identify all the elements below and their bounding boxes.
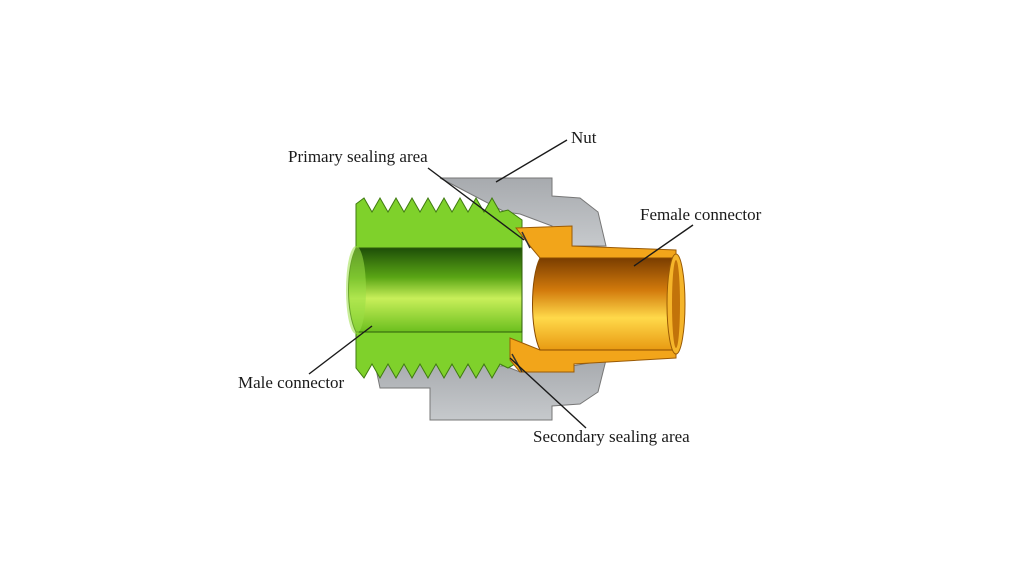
secondary-seal-seam [511, 353, 523, 373]
leader-line-male [308, 325, 373, 375]
leader-lines [308, 139, 694, 429]
female-connector-label: Female connector [640, 205, 762, 224]
primary-sealing-area-label: Primary sealing area [288, 147, 428, 166]
leader-line-female [633, 224, 694, 267]
leader-line-secondary [509, 357, 587, 429]
primary-seal-seam [521, 231, 531, 249]
male-connector-label: Male connector [238, 373, 345, 392]
leader-line-primary [427, 167, 525, 241]
female-connector-body [509, 225, 686, 373]
nut-label: Nut [571, 128, 597, 147]
male-connector-body [346, 196, 523, 380]
leader-line-nut [495, 139, 568, 183]
secondary-sealing-area-label: Secondary sealing area [533, 427, 690, 446]
